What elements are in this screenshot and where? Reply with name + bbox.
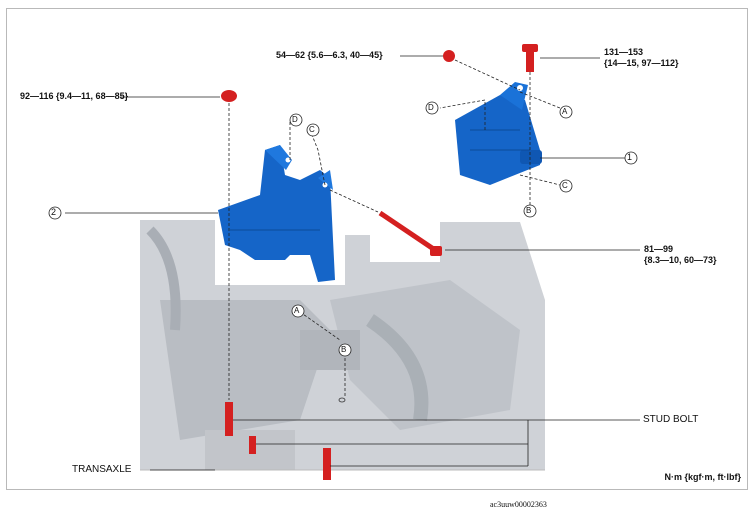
callout-a-upper: A bbox=[562, 107, 568, 116]
nut-54-62 bbox=[443, 50, 455, 62]
bolt-81-99 bbox=[378, 210, 437, 253]
torque-label-131-153: 131—153 bbox=[604, 47, 644, 57]
bolts bbox=[221, 44, 538, 480]
units-label: N·m {kgf·m, ft·lbf} bbox=[664, 472, 742, 482]
stud-bolt-2 bbox=[249, 436, 256, 454]
engine-mount-bracket-2 bbox=[218, 145, 335, 282]
torque-label-131-153-units: {14—15, 97—112} bbox=[604, 58, 679, 68]
torque-label-81-99-units: {8.3—10, 60—73} bbox=[644, 255, 717, 265]
callout-a-lower: A bbox=[294, 306, 300, 315]
stud-bolt-3 bbox=[323, 448, 331, 480]
callout-c-bracket: C bbox=[309, 125, 315, 134]
callout-circles bbox=[48, 101, 638, 357]
torque-label-54-62: 54—62 {5.6—6.3, 40—45} bbox=[276, 50, 383, 60]
transaxle-label: TRANSAXLE bbox=[72, 464, 132, 475]
callout-b-upper: B bbox=[526, 206, 532, 215]
stud-bolt-1 bbox=[225, 402, 233, 436]
torque-label-92-116: 92—116 {9.4—11, 68—85} bbox=[20, 91, 129, 101]
callout-1: 1 bbox=[627, 152, 633, 162]
callout-2: 2 bbox=[51, 207, 57, 217]
callout-c-upper: C bbox=[562, 181, 568, 190]
bolt-131-153 bbox=[526, 48, 534, 72]
figure-code: ac3uuw00002363 bbox=[490, 500, 547, 509]
stud-bolt-label: STUD BOLT bbox=[643, 414, 699, 425]
callout-b-lower: B bbox=[341, 345, 347, 354]
bolt-92-116 bbox=[221, 90, 237, 102]
callout-d-upper: D bbox=[428, 103, 434, 112]
engine-mount-1 bbox=[455, 82, 542, 185]
leader-lines bbox=[65, 55, 640, 471]
callout-d-bracket: D bbox=[292, 115, 298, 124]
torque-label-81-99: 81—99 bbox=[644, 244, 674, 254]
